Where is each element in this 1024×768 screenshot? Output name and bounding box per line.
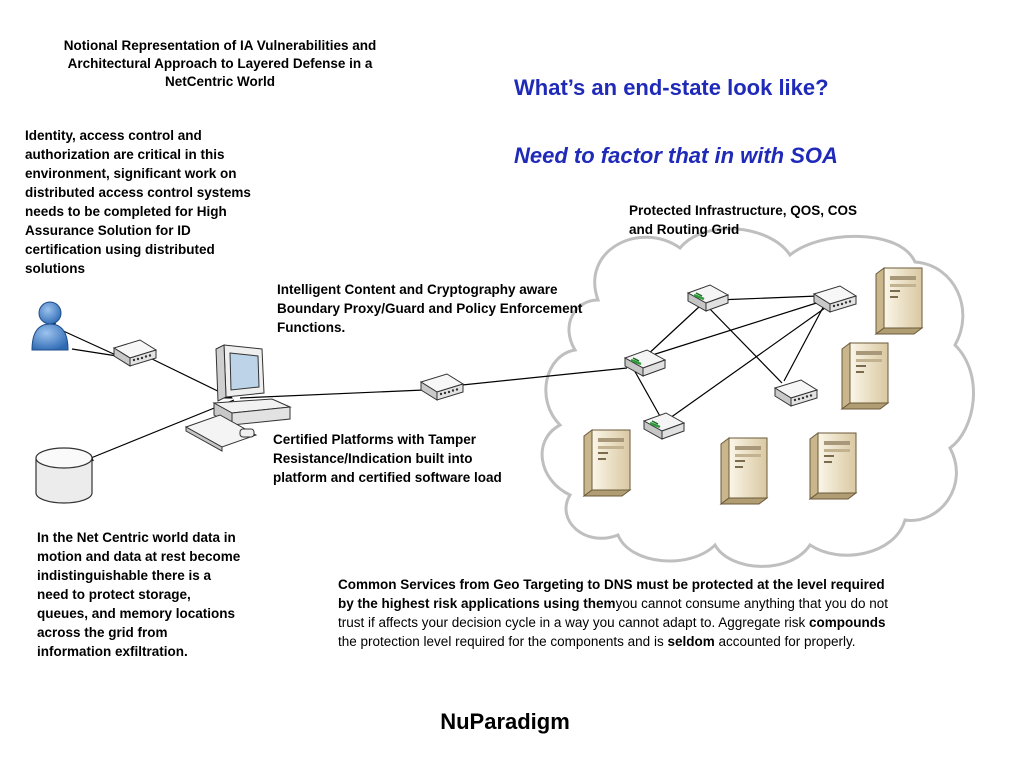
boundary-proxy-note: Intelligent Content and Cryptography awa…: [277, 282, 583, 335]
switch-icon: [420, 373, 464, 401]
server-icon: [583, 429, 631, 497]
common-services-text-2: the protection level required for the co…: [338, 634, 668, 649]
diagram-title: Notional Representation of IA Vulnerabil…: [63, 38, 377, 89]
identity-note: Identity, access control and authorizati…: [25, 128, 251, 276]
workstation-icon: [184, 344, 292, 452]
net-centric-note: In the Net Centric world data in motion …: [37, 530, 241, 659]
user-icon: [31, 301, 69, 351]
server-icon: [720, 437, 768, 505]
switch-icon: [113, 339, 157, 367]
soa-answer: Need to factor that in with SOA: [514, 143, 838, 168]
certified-platforms-note: Certified Platforms with Tamper Resistan…: [273, 432, 502, 485]
nuparadigm-brand: NuParadigm: [440, 709, 570, 734]
server-icon: [875, 267, 923, 335]
cloud-shape: [540, 227, 975, 568]
common-services-lead: Common Services from Geo Targeting to DN…: [338, 577, 885, 611]
common-services-emphasis-compounds: compounds: [809, 615, 886, 630]
end-state-question: What’s an end-state look like?: [514, 75, 829, 100]
common-services-text-3: accounted for properly.: [714, 634, 856, 649]
common-services-note: Common Services from Geo Targeting to DN…: [338, 575, 898, 651]
common-services-emphasis-seldom: seldom: [667, 634, 715, 649]
server-icon: [809, 432, 857, 500]
protected-infrastructure-note: Protected Infrastructure, QOS, COS and R…: [629, 203, 858, 237]
common-services-text-1: you cannot consume anything that you do …: [338, 596, 889, 630]
server-icon: [841, 342, 889, 410]
database-icon: [35, 447, 93, 504]
